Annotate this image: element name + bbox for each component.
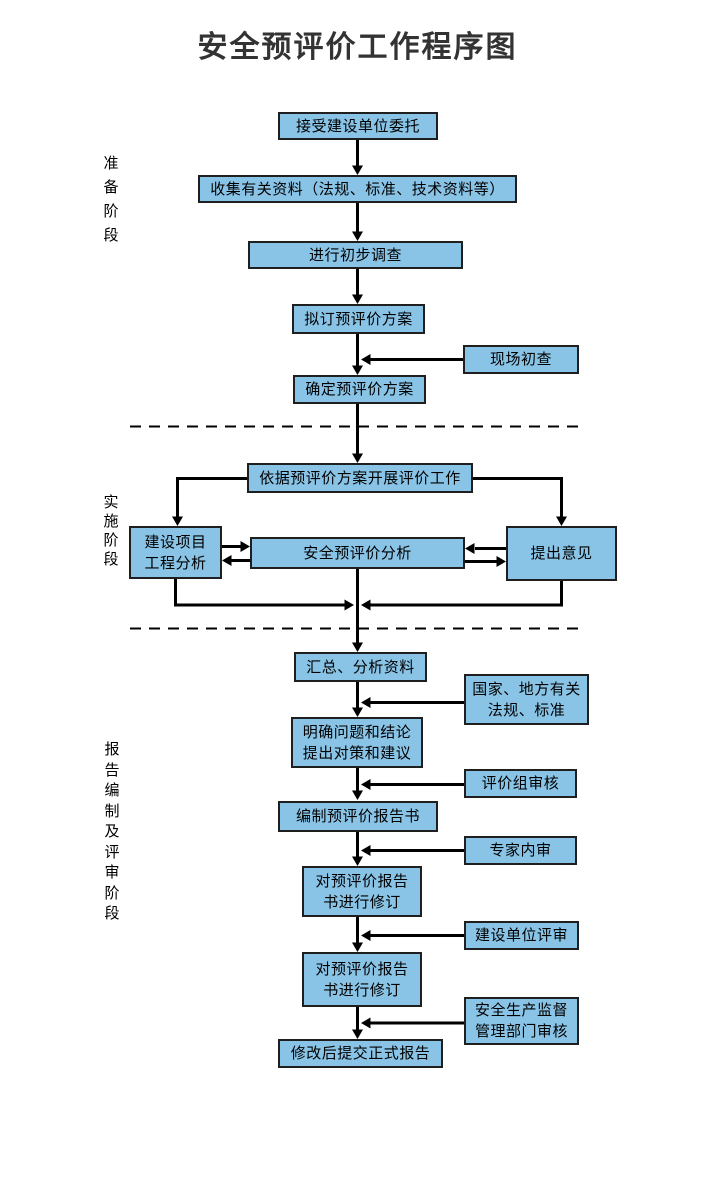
flow-box-safety-pre-evaluation-analysis: 安全预评价分析 bbox=[250, 537, 465, 569]
flow-box-evaluation-group-review: 评价组审核 bbox=[464, 769, 577, 798]
arrowheads bbox=[172, 165, 567, 1039]
flow-box-accept-commission: 接受建设单位委托 bbox=[278, 112, 438, 140]
flow-box-carry-out-evaluation: 依据预评价方案开展评价工作 bbox=[247, 463, 473, 493]
flow-box-clarify-conclusions: 明确问题和结论 提出对策和建议 bbox=[291, 717, 423, 768]
flow-lines bbox=[174, 140, 563, 1032]
flow-box-compile-report: 编制预评价报告书 bbox=[278, 801, 438, 832]
flow-box-propose-opinions: 提出意见 bbox=[506, 526, 617, 581]
flow-box-construction-unit-review: 建设单位评审 bbox=[464, 921, 579, 950]
phase-label-implementation: 实施阶段 bbox=[103, 494, 119, 568]
flow-box-site-check: 现场初查 bbox=[463, 345, 579, 374]
flow-box-summarize-analyze: 汇总、分析资料 bbox=[294, 652, 427, 682]
flow-box-revise-report-2: 对预评价报告 书进行修订 bbox=[302, 952, 422, 1007]
flow-box-collect-materials: 收集有关资料（法规、标准、技术资料等） bbox=[198, 175, 517, 203]
flow-box-national-local-laws: 国家、地方有关 法规、标准 bbox=[464, 674, 589, 725]
flow-box-preliminary-survey: 进行初步调查 bbox=[248, 241, 463, 269]
flow-box-expert-internal-review: 专家内审 bbox=[464, 836, 577, 865]
flow-box-safety-supervision-review: 安全生产监督 管理部门审核 bbox=[464, 997, 579, 1045]
flow-box-submit-final-report: 修改后提交正式报告 bbox=[278, 1039, 443, 1068]
page-title: 安全预评价工作程序图 bbox=[197, 31, 518, 64]
flow-box-revise-report-1: 对预评价报告 书进行修订 bbox=[302, 866, 422, 917]
flow-box-confirm-plan: 确定预评价方案 bbox=[293, 375, 426, 404]
phase-label-report-compilation-review: 报告编制及评审阶段 bbox=[104, 741, 120, 922]
flow-box-project-engineering-analysis: 建设项目 工程分析 bbox=[129, 526, 222, 579]
phase-label-preparation: 准备阶段 bbox=[103, 155, 119, 244]
flow-box-draft-plan: 拟订预评价方案 bbox=[292, 304, 425, 334]
